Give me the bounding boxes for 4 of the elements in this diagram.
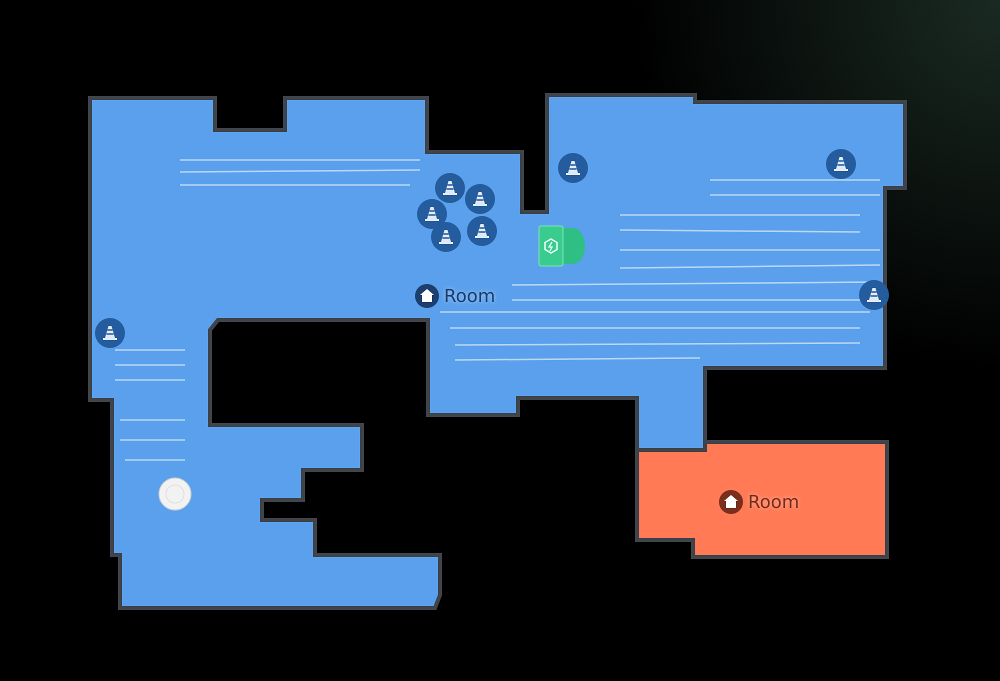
- room-region: [634, 438, 890, 560]
- room-name: Room: [444, 286, 496, 306]
- room-name: Room: [748, 492, 800, 512]
- room-region: [88, 93, 908, 611]
